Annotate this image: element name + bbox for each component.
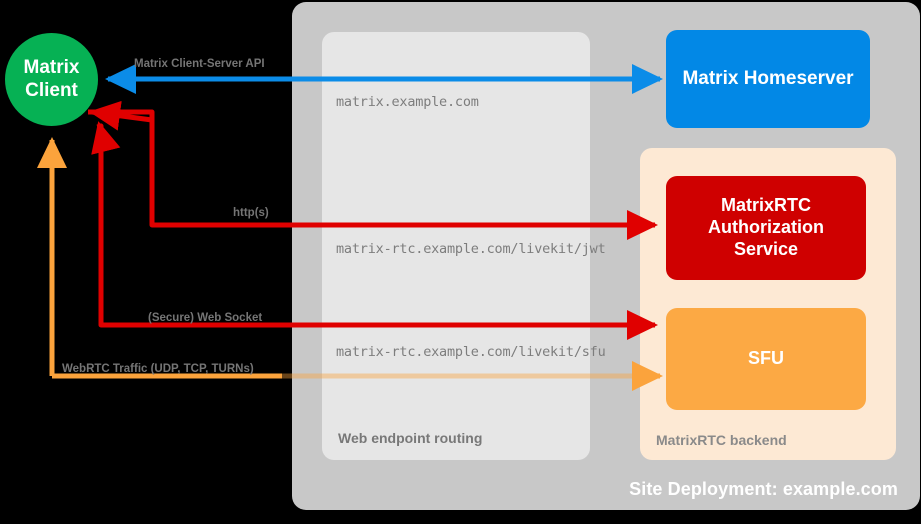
web-endpoint-routing-panel: matrix.example.com matrix-rtc.example.co… xyxy=(322,32,606,460)
endpoint-matrix: matrix.example.com xyxy=(336,94,479,110)
wire-label-webrtc: WebRTC Traffic (UDP, TCP, TURNs) xyxy=(62,363,254,375)
matrix-client-line2: Client xyxy=(25,79,78,101)
wire-label-https: http(s) xyxy=(233,207,269,219)
web-endpoint-routing-label: Web endpoint routing xyxy=(338,430,483,446)
wire-label-matrix-client-server-api: Matrix Client-Server API xyxy=(134,58,265,70)
node-matrix-client[interactable]: Matrix Client xyxy=(5,33,98,126)
auth-service-line3: Service xyxy=(733,238,799,259)
wire-https-to-client xyxy=(89,100,155,170)
node-matrix-homeserver[interactable]: Matrix Homeserver xyxy=(666,30,870,128)
matrix-homeserver-label: Matrix Homeserver xyxy=(682,68,854,90)
matrixrtc-backend-label: MatrixRTC backend xyxy=(656,432,787,448)
site-deployment-label: Site Deployment: example.com xyxy=(629,479,898,499)
node-matrixrtc-authorization-service[interactable]: MatrixRTC Authorization Service xyxy=(666,176,866,280)
sfu-label: SFU xyxy=(748,348,784,369)
auth-service-line1: MatrixRTC xyxy=(720,195,811,216)
node-sfu[interactable]: SFU xyxy=(666,308,866,410)
auth-service-line2: Authorization xyxy=(708,217,824,238)
wire-label-websocket: (Secure) Web Socket xyxy=(148,312,263,324)
endpoint-livekit-sfu: matrix-rtc.example.com/livekit/sfu xyxy=(336,344,606,360)
endpoint-livekit-jwt: matrix-rtc.example.com/livekit/jwt xyxy=(336,241,606,257)
matrix-client-line1: Matrix xyxy=(23,57,80,79)
wire-websocket-to-client xyxy=(91,121,121,220)
